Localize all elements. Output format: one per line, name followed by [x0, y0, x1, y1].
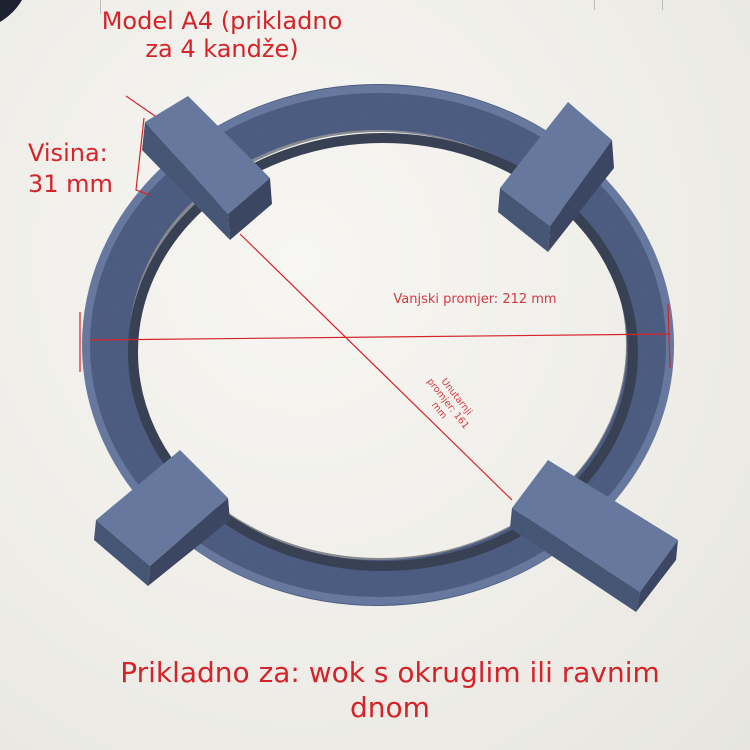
height-label: Visina:: [28, 139, 108, 167]
crease-line: [662, 0, 663, 10]
ring: [82, 84, 674, 606]
outer-right-tick: [667, 303, 671, 369]
crease-line: [594, 0, 595, 10]
height-bracket: [135, 117, 151, 196]
outer-diameter-line: [89, 333, 671, 341]
claw-bottom-right: [510, 460, 678, 612]
suitable-for-caption: Prikladno za: wok s okruglim ili ravnim …: [120, 656, 660, 724]
height-top-line: [125, 95, 156, 117]
claw-top-right: [498, 102, 614, 252]
outer-diameter-annotation: Vanjski promjer: 212 mm: [393, 292, 557, 307]
measurement-lines: [79, 95, 671, 501]
claw-top-left: [142, 96, 272, 240]
height-value: 31 mm: [28, 170, 113, 199]
crease-line: [100, 0, 101, 14]
model-title-annotation: Model A4 (prikladno za 4 kandže): [101, 7, 343, 63]
claw-bottom-left: [94, 450, 230, 586]
inner-diameter-line: [239, 233, 513, 501]
height-annotation: Visina: 31 mm: [28, 138, 113, 200]
